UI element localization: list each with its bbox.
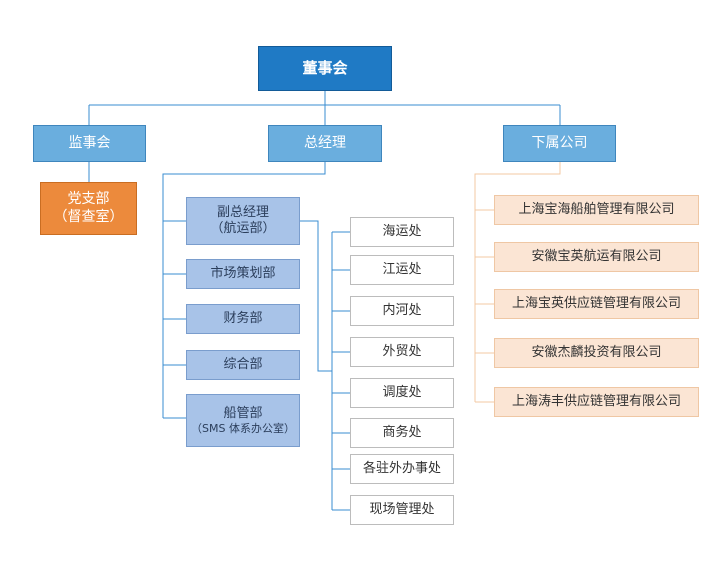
office-label: 商务处: [382, 424, 422, 440]
department-marketing: 市场策划部: [186, 259, 300, 289]
office-box: 江运处: [350, 255, 454, 285]
office-label: 外贸处: [382, 343, 422, 359]
board-box: 董事会: [258, 46, 392, 91]
party-branch-box: 党支部 （督查室）: [40, 182, 137, 235]
office-box: 调度处: [350, 378, 454, 408]
department-note: （航运部）: [210, 221, 276, 236]
office-box: 商务处: [350, 418, 454, 448]
office-label: 调度处: [382, 384, 422, 400]
office-box: 内河处: [350, 296, 454, 326]
office-label: 江运处: [382, 261, 422, 277]
subsidiary-label: 上海涛丰供应链管理有限公司: [511, 393, 681, 409]
department-label: 财务部: [223, 310, 263, 326]
subsidiary-box: 上海宝英供应链管理有限公司: [494, 289, 699, 319]
subsidiary-label: 上海宝英供应链管理有限公司: [511, 295, 681, 311]
department-general: 综合部: [186, 350, 300, 380]
subsidiary-label: 安徽杰麟投资有限公司: [531, 344, 662, 360]
subsidiary-label: 安徽宝英航运有限公司: [531, 248, 662, 264]
supervisory-box: 监事会: [33, 125, 146, 162]
gm-department-bus: [162, 162, 326, 418]
party-branch-label: 党支部: [67, 191, 110, 207]
party-branch-note: （督查室）: [53, 208, 124, 225]
gm-label: 总经理: [304, 134, 346, 151]
office-box: 现场管理处: [350, 495, 454, 525]
office-box: 海运处: [350, 217, 454, 247]
board-label: 董事会: [302, 59, 348, 78]
office-box: 各驻外办事处: [350, 454, 454, 484]
subsidiaries-header-box: 下属公司: [503, 125, 616, 162]
subsidiary-bus: [474, 162, 561, 402]
subsidiary-box: 上海宝海船舶管理有限公司: [494, 195, 699, 225]
department-note: （SMS 体系办公室）: [191, 421, 295, 435]
subsidiary-box: 上海涛丰供应链管理有限公司: [494, 387, 699, 417]
subsidiary-box: 安徽杰麟投资有限公司: [494, 338, 699, 368]
department-finance: 财务部: [186, 304, 300, 334]
department-label: 船管部: [223, 405, 263, 421]
department-ship-management: 船管部 （SMS 体系办公室）: [186, 394, 300, 447]
subsidiary-label: 上海宝海船舶管理有限公司: [518, 201, 675, 217]
department-label: 市场策划部: [210, 265, 276, 281]
gm-box: 总经理: [268, 125, 382, 162]
supervisory-label: 监事会: [68, 134, 111, 151]
department-deputy-gm: 副总经理 （航运部）: [186, 197, 300, 245]
office-label: 各驻外办事处: [362, 460, 441, 476]
office-label: 现场管理处: [369, 501, 435, 517]
deputy-gm-connector: [300, 220, 332, 372]
subsidiaries-header-label: 下属公司: [531, 134, 588, 151]
department-label: 综合部: [223, 356, 263, 372]
department-label: 副总经理: [216, 204, 269, 220]
subsidiary-box: 安徽宝英航运有限公司: [494, 242, 699, 272]
office-label: 海运处: [382, 223, 422, 239]
office-box: 外贸处: [350, 337, 454, 367]
office-label: 内河处: [382, 302, 422, 318]
